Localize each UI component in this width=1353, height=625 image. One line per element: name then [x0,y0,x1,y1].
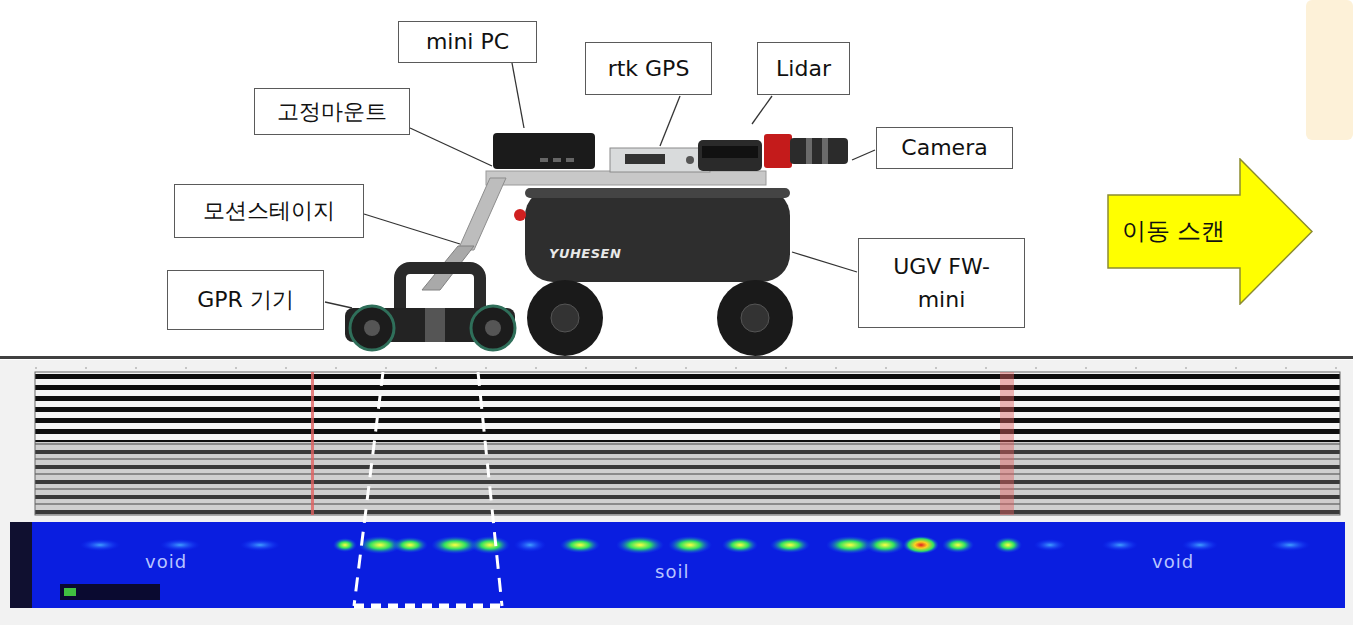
callout-box: Camera [876,127,1013,169]
callout-box: 고정마운트 [254,88,410,135]
callout-text: mini PC [426,27,509,57]
callout-text: 모션스테이지 [203,196,335,226]
heat-blob [560,537,600,553]
callout-text: 이동 스캔 [1122,215,1226,247]
callout-text: rtk GPS [608,54,690,84]
heat-blob [514,538,546,552]
heat-blob [1270,539,1310,551]
callout-text: Camera [901,133,987,163]
heat-blob [392,537,428,553]
heat-blob [1102,539,1138,551]
heat-blob [1034,539,1066,551]
callout-text: GPR 기기 [197,285,294,315]
arrow-body: 이동 스캔 [1107,195,1240,268]
heat-blob [722,537,758,553]
arrow-polygon [1108,159,1312,304]
callout-box: UGV FW-mini [858,238,1025,328]
heat-blob [240,539,280,551]
region-label: void [145,551,187,572]
heat-blob [865,536,905,554]
callout-text: UGV FW-mini [873,250,1010,316]
heat-blob [160,539,200,551]
heat-blob [668,536,712,554]
callout-text: Lidar [776,54,831,84]
heat-blob [994,537,1022,553]
arrow-shape: 이동 스캔 [1107,158,1313,305]
heat-blob [80,539,120,551]
callout-text: 고정마운트 [277,97,387,127]
callout-box: mini PC [398,21,537,63]
callout-box: 모션스테이지 [174,184,364,238]
region-label: soil [655,561,689,582]
heat-blob [942,537,974,553]
heat-blob [333,538,357,552]
heat-blob [770,537,810,553]
callout-box: Lidar [757,42,850,95]
callout-box: GPR 기기 [167,270,324,330]
heat-blob [1182,539,1218,551]
heat-blob [903,536,939,554]
region-label: void [1152,551,1194,572]
brand-text: YUHESEN [549,246,621,261]
heat-blob [470,536,510,554]
heat-blob [616,536,664,554]
callout-box: rtk GPS [585,42,712,95]
